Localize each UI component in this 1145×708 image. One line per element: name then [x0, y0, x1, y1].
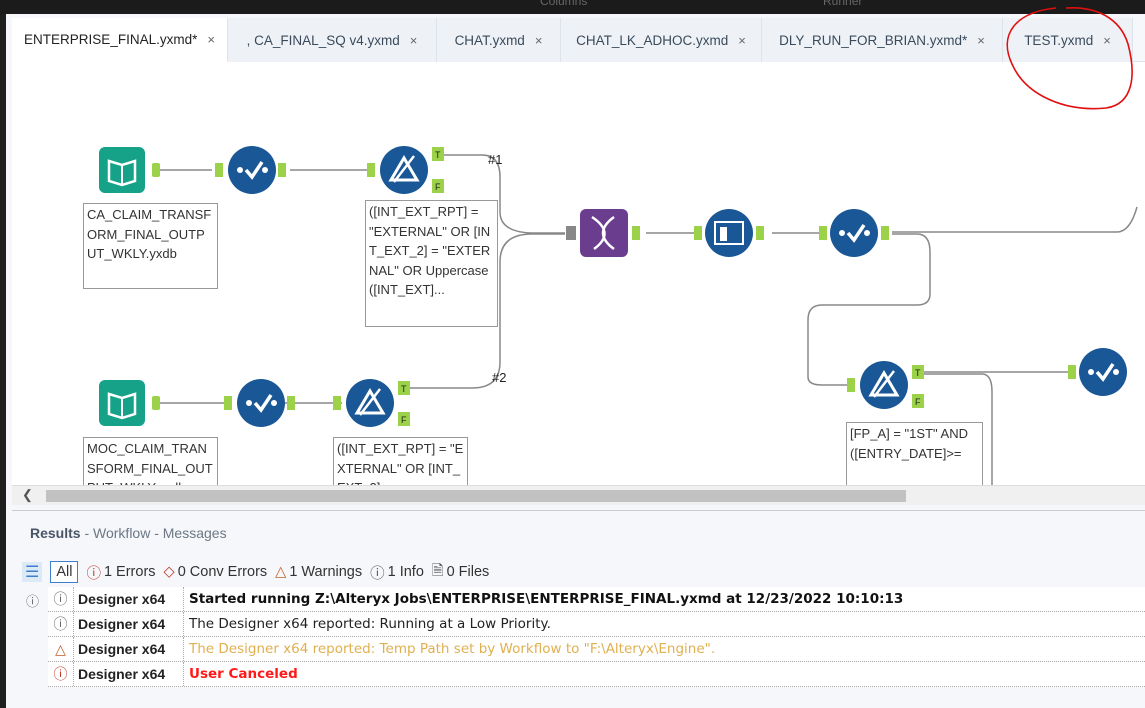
- filter-conv-errors-button[interactable]: ◇0 Conv Errors: [163, 564, 268, 580]
- error-icon: ⓘ: [86, 565, 101, 582]
- table-row[interactable]: ⓘ Designer x64 Started running Z:\Altery…: [48, 587, 1145, 612]
- connection: [440, 154, 565, 234]
- tab-label: , CA_FINAL_SQ v4.yxmd: [246, 32, 400, 48]
- message-source: Designer x64: [74, 587, 184, 611]
- top-bar: Columns Runner: [0, 0, 1145, 14]
- help-icon[interactable]: ⓘ: [26, 594, 40, 609]
- error-icon: ⓘ: [48, 662, 74, 686]
- connection: [410, 233, 565, 389]
- tab-label: DLY_RUN_FOR_BRIAN.yxmd*: [779, 32, 968, 48]
- tab-dly-run-for-brian[interactable]: DLY_RUN_FOR_BRIAN.yxmd* ×: [762, 18, 1003, 62]
- tool-annotation: ([INT_EXT_RPT] = "EXTERNAL" OR [INT_EXT_…: [333, 437, 468, 485]
- tool-annotation: CA_CLAIM_TRANSFORM_FINAL_OUTPUT_WKLY.yxd…: [83, 203, 218, 289]
- filter-files-button[interactable]: 🗎0 Files: [432, 560, 489, 585]
- tool-annotation: ([INT_EXT_RPT] = "EXTERNAL" OR [INT_EXT_…: [365, 200, 498, 327]
- svg-text:T: T: [435, 150, 441, 160]
- runner-label: Runner: [823, 0, 863, 8]
- info-icon: ⓘ: [370, 565, 385, 582]
- svg-text:F: F: [401, 415, 407, 425]
- connection: [892, 206, 1138, 233]
- table-row[interactable]: △ Designer x64 The Designer x64 reported…: [48, 637, 1145, 662]
- message-source: Designer x64: [74, 612, 184, 636]
- close-icon[interactable]: ×: [207, 32, 215, 47]
- tab-ca-final-sq[interactable]: , CA_FINAL_SQ v4.yxmd ×: [228, 18, 437, 62]
- close-icon[interactable]: ×: [1103, 32, 1111, 48]
- tab-test[interactable]: TEST.yxmd ×: [1003, 18, 1133, 62]
- tab-label: TEST.yxmd: [1024, 32, 1094, 48]
- tab-label: CHAT.yxmd: [454, 32, 525, 48]
- tool-annotation: MOC_CLAIM_TRANSFORM_FINAL_OUTPUT_WKLY.yx…: [83, 437, 218, 485]
- select-tool-icon: [819, 209, 889, 257]
- data-cleansing-tool-icon: [694, 209, 764, 257]
- table-row[interactable]: ⓘ Designer x64 User Canceled: [48, 662, 1145, 687]
- info-icon: ⓘ: [48, 587, 74, 611]
- tab-chat-lk-adhoc[interactable]: CHAT_LK_ADHOC.yxmd ×: [561, 18, 762, 62]
- close-icon[interactable]: ×: [534, 32, 543, 48]
- workflow-tabs: ENTERPRISE_FINAL.yxmd* × , CA_FINAL_SQ v4…: [12, 18, 1145, 62]
- filter-tool-icon: T F: [367, 146, 444, 194]
- filter-tool-icon: T F: [847, 361, 924, 409]
- select-tool-icon: [224, 379, 295, 427]
- filter-all-button[interactable]: All: [50, 561, 79, 583]
- output-anchor: [152, 163, 160, 177]
- tool-annotation: [FP_A] = "1ST" AND ([ENTRY_DATE]>=: [846, 422, 983, 485]
- message-source: Designer x64: [74, 662, 184, 686]
- warning-icon: △: [275, 564, 287, 580]
- input-data-tool-icon: [99, 380, 145, 426]
- columns-label: Columns: [540, 0, 588, 8]
- union-input-label: #2: [492, 370, 507, 385]
- scrollbar-thumb[interactable]: [46, 490, 906, 502]
- union-tool-icon: [566, 209, 640, 257]
- svg-text:T: T: [401, 384, 407, 394]
- workflow-canvas[interactable]: T F: [12, 62, 1145, 485]
- message-text: Started running Z:\Alteryx Jobs\ENTERPRI…: [189, 591, 904, 607]
- message-text: User Canceled: [189, 666, 298, 682]
- results-title: Results - Workflow - Messages: [30, 525, 227, 541]
- file-icon: 🗎: [431, 562, 444, 579]
- select-tool-icon: [215, 146, 286, 194]
- designer-window: ENTERPRISE_FINAL.yxmd* × , CA_FINAL_SQ v4…: [6, 14, 1145, 708]
- tab-label: ENTERPRISE_FINAL.yxmd*: [24, 32, 198, 47]
- close-icon[interactable]: ×: [977, 32, 985, 48]
- close-icon[interactable]: ×: [738, 32, 746, 48]
- horizontal-scrollbar[interactable]: ❮: [12, 485, 1145, 505]
- select-tool-icon: [1068, 348, 1127, 396]
- workflow-connections: T F: [99, 146, 1138, 485]
- svg-text:T: T: [915, 368, 921, 378]
- tab-enterprise-final[interactable]: ENTERPRISE_FINAL.yxmd* ×: [12, 18, 228, 62]
- info-icon: ⓘ: [48, 612, 74, 636]
- input-data-tool-icon: [99, 147, 145, 193]
- messages-table: ⓘ Designer x64 Started running Z:\Altery…: [48, 587, 1145, 687]
- filter-tool-icon: T F: [333, 379, 410, 427]
- scroll-left-icon[interactable]: ❮: [22, 487, 33, 502]
- tab-chat[interactable]: CHAT.yxmd ×: [437, 18, 561, 62]
- conv-error-icon: ◇: [163, 564, 175, 580]
- filter-warnings-button[interactable]: △1 Warnings: [275, 564, 363, 580]
- svg-text:F: F: [435, 182, 441, 192]
- message-text: The Designer x64 reported: Running at a …: [189, 616, 551, 632]
- output-anchor: [152, 396, 160, 410]
- union-input-label: #1: [488, 152, 503, 167]
- connection: [807, 233, 931, 386]
- list-view-icon[interactable]: ☰: [22, 562, 43, 582]
- connection: [924, 373, 993, 485]
- warning-icon: △: [48, 637, 74, 661]
- tab-label: CHAT_LK_ADHOC.yxmd: [576, 32, 729, 48]
- svg-text:F: F: [915, 397, 921, 407]
- close-icon[interactable]: ×: [409, 32, 418, 48]
- message-text: The Designer x64 reported: Temp Path set…: [189, 641, 716, 657]
- message-source: Designer x64: [74, 637, 184, 661]
- table-row[interactable]: ⓘ Designer x64 The Designer x64 reported…: [48, 612, 1145, 637]
